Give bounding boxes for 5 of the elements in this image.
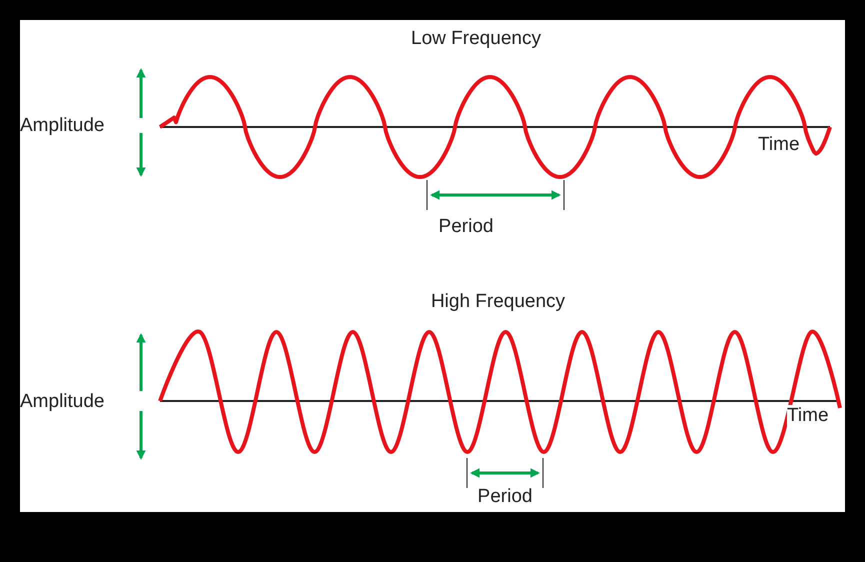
axis-label: Time (787, 405, 829, 427)
chart-title: High Frequency (430, 291, 566, 313)
axis-label: Amplitude (20, 391, 104, 413)
chart-title: Low Frequency (411, 28, 541, 50)
axis-label: Amplitude (20, 115, 104, 137)
